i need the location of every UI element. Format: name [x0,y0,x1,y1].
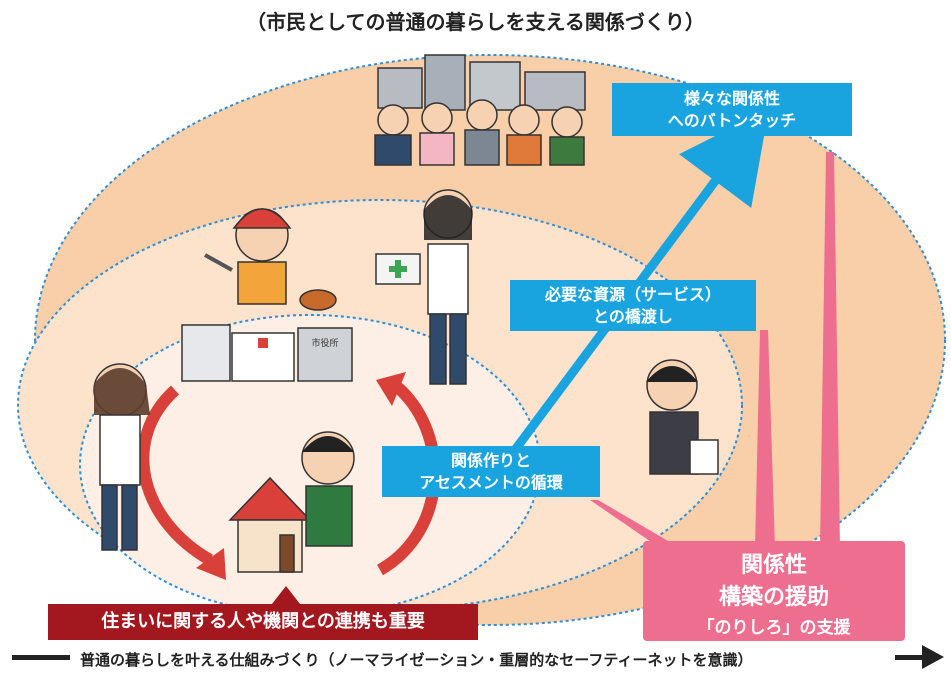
cycle-arrowhead-left [196,548,226,580]
relationship-support-box: 関係性 構築の援助 「のりしろ」の支援 [643,541,905,641]
baton-touch-line2: へのバトンタッチ [667,110,797,130]
cook-illustration [204,208,337,311]
resident-illustration [301,431,355,547]
support-line3: 「のりしろ」の支援 [697,618,851,638]
housing-collaboration-banner: 住まいに関する人や機関との連携も重要 [48,604,478,640]
community-group-illustration [374,54,586,166]
bottom-arrowhead [922,645,944,669]
facilities-illustration: 市役所 [181,324,353,382]
page-title: （市民としての普通の暮らしを支える関係づくり） [246,10,705,34]
cycle-arrowhead-right [376,372,406,406]
support-line2: 構築の援助 [718,585,829,610]
support-spike-3 [820,152,840,548]
support-spike-1 [590,500,680,548]
staff-walking-illustration [93,363,150,551]
bottom-line-left [12,655,70,660]
consultant-illustration [646,359,719,475]
assessment-cycle-line1: 関係作りと [450,451,531,470]
assessment-cycle-line2: アセスメントの循環 [419,472,563,492]
bottom-line-right [895,655,925,660]
cycle-arrow-left [137,385,214,566]
banner-pointer [272,586,300,604]
resource-bridge-box: 必要な資源（サービス） との橋渡し [510,280,756,332]
support-line1: 関係性 [740,553,807,578]
resource-bridge-line1: 必要な資源（サービス） [544,285,721,304]
support-spike-2 [755,330,775,548]
baton-touch-box: 様々な関係性 へのバトンタッチ [612,83,852,137]
nurse-illustration [375,189,473,385]
baton-touch-line1: 様々な関係性 [683,89,780,108]
resource-bridge-line2: との橋渡し [593,306,673,326]
assessment-cycle-box: 関係作りと アセスメントの循環 [382,446,600,498]
city-hall-sign: 市役所 [311,337,338,349]
house-illustration [228,476,312,573]
bottom-caption: 普通の暮らしを叶える仕組みづくり（ノーマライゼーション・重層的なセーフティーネッ… [80,651,753,669]
